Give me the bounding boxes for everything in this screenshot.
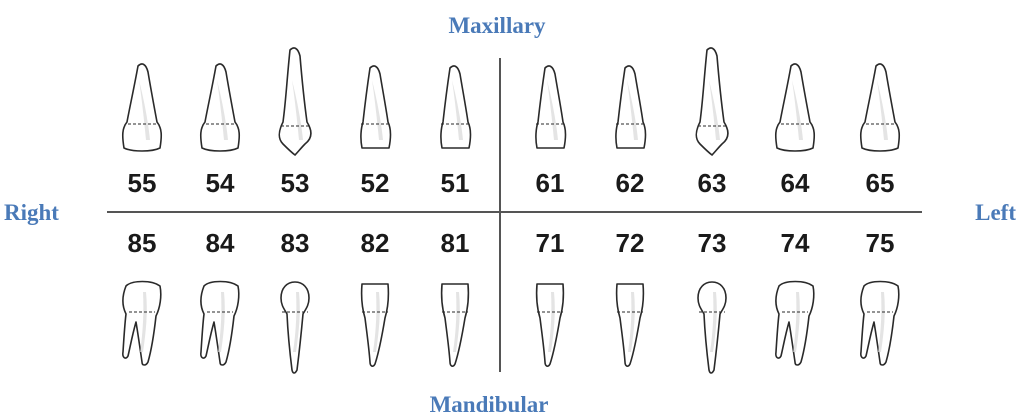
tooth-82-outline: [362, 284, 389, 366]
tooth-85: [123, 282, 161, 366]
tooth-74-outline: [776, 282, 814, 366]
tooth-82: [362, 284, 389, 366]
tooth-number-55: 55: [128, 168, 157, 198]
tooth-84: [201, 282, 239, 366]
tooth-number-73: 73: [698, 228, 727, 258]
tooth-62: [616, 66, 645, 148]
tooth-84-outline: [201, 282, 239, 366]
tooth-83: [281, 282, 309, 373]
tooth-number-81: 81: [441, 228, 470, 258]
tooth-71-outline: [537, 284, 564, 366]
tooth-75: [861, 282, 899, 366]
tooth-number-51: 51: [441, 168, 470, 198]
tooth-number-61: 61: [536, 168, 565, 198]
tooth-number-62: 62: [616, 168, 645, 198]
tooth-number-52: 52: [361, 168, 390, 198]
tooth-71: [537, 284, 564, 366]
tooth-number-84: 84: [206, 228, 235, 258]
left-side-label: Left: [975, 200, 1016, 225]
tooth-number-75: 75: [866, 228, 895, 258]
mandibular-label: Mandibular: [430, 392, 549, 417]
tooth-number-71: 71: [536, 228, 565, 258]
tooth-81: [442, 284, 469, 366]
tooth-55-outline: [123, 64, 161, 151]
tooth-73: [698, 282, 726, 373]
tooth-number-65: 65: [866, 168, 895, 198]
tooth-65-outline: [861, 64, 899, 151]
tooth-55: [123, 64, 161, 151]
tooth-number-63: 63: [698, 168, 727, 198]
tooth-83-outline: [281, 282, 309, 373]
tooth-75-outline: [861, 282, 899, 366]
tooth-number-74: 74: [781, 228, 810, 258]
mandibular-teeth: 85 84 83 82 81 71 72 73 74 75: [123, 228, 899, 373]
tooth-number-53: 53: [281, 168, 310, 198]
tooth-61: [536, 66, 565, 148]
tooth-65: [861, 64, 899, 151]
tooth-81-outline: [442, 284, 469, 366]
tooth-number-64: 64: [781, 168, 810, 198]
tooth-54: [201, 64, 239, 151]
tooth-64-outline: [776, 64, 814, 151]
tooth-73-outline: [698, 282, 726, 373]
maxillary-label: Maxillary: [448, 13, 546, 38]
tooth-number-85: 85: [128, 228, 157, 258]
tooth-72: [617, 284, 644, 366]
tooth-54-outline: [201, 64, 239, 151]
tooth-number-54: 54: [206, 168, 235, 198]
tooth-74: [776, 282, 814, 366]
tooth-number-72: 72: [616, 228, 645, 258]
tooth-51: [441, 66, 470, 148]
tooth-63: [696, 48, 728, 155]
tooth-number-83: 83: [281, 228, 310, 258]
tooth-72-outline: [617, 284, 644, 366]
tooth-number-82: 82: [361, 228, 390, 258]
tooth-52: [361, 66, 390, 148]
maxillary-teeth: 55 54 53 52 51 61 62 63 64 65: [123, 48, 899, 198]
right-side-label: Right: [4, 200, 59, 225]
tooth-53: [279, 48, 311, 155]
tooth-64: [776, 64, 814, 151]
tooth-85-outline: [123, 282, 161, 366]
